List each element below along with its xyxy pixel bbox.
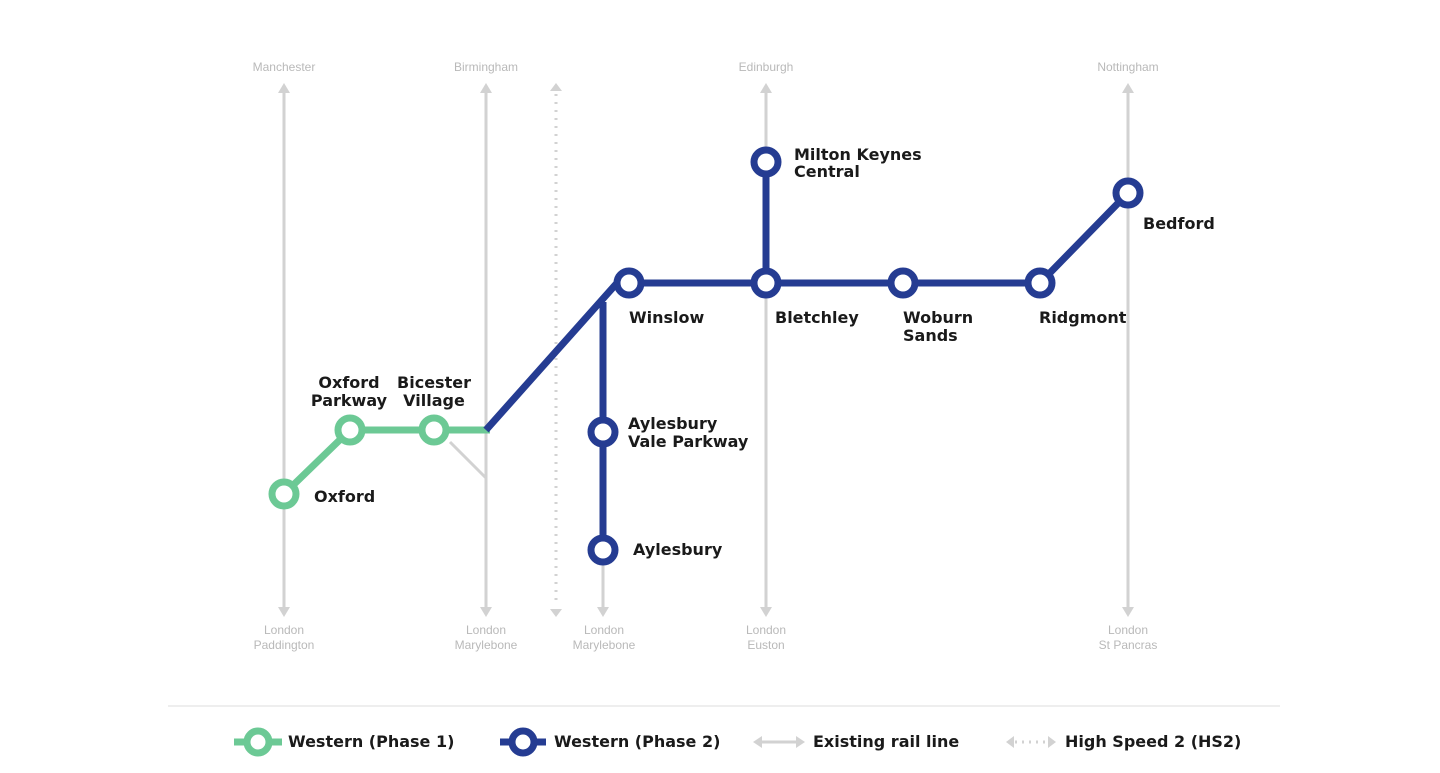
phase2-main-line: [483, 190, 1131, 433]
dest-bottom-marylebone-b-2: Marylebone: [573, 638, 636, 652]
station-oxford-marker[interactable]: [268, 478, 300, 510]
legend-phase2: Western (Phase 2): [500, 727, 720, 757]
dest-bottom-marylebone-a-1: London: [466, 623, 506, 637]
station-woburn-sands-label-2: Sands: [903, 326, 958, 345]
station-aylesbury-vale-parkway-label-2: Vale Parkway: [628, 432, 749, 451]
double-arrow-left-icon: [753, 736, 762, 748]
station-bletchley-marker[interactable]: [750, 267, 782, 299]
destination-labels: Manchester Birmingham Edinburgh Nottingh…: [253, 60, 1159, 652]
phase2-route: [483, 162, 1131, 550]
station-aylesbury-marker[interactable]: [587, 534, 619, 566]
station-oxford-parkway-marker[interactable]: [334, 414, 366, 446]
dotted-arrow-right-icon: [1048, 736, 1056, 748]
station-milton-keynes-central-label-2: Central: [794, 162, 860, 181]
legend-existing-label: Existing rail line: [813, 732, 959, 751]
station-bedford-marker[interactable]: [1112, 177, 1144, 209]
dotted-arrow-left-icon: [1006, 736, 1014, 748]
hs2-arrow-up-icon: [550, 83, 562, 91]
dest-bottom-marylebone-a-2: Marylebone: [455, 638, 518, 652]
legend-phase2-label: Western (Phase 2): [554, 732, 720, 751]
arrowheads: [278, 83, 1134, 617]
arrow-down-icon: [480, 607, 492, 617]
arrow-up-icon: [480, 83, 492, 93]
hs2-arrow-down-icon: [550, 609, 562, 617]
arrow-down-icon: [597, 607, 609, 617]
legend: Western (Phase 1) Western (Phase 2) Exis…: [234, 727, 1241, 757]
station-bedford-label: Bedford: [1143, 214, 1215, 233]
station-aylesbury-vale-parkway-label-1: Aylesbury: [628, 414, 718, 433]
station-labels: Oxford Oxford Parkway Bicester Village W…: [311, 145, 1215, 559]
existing-rail-lines: [282, 88, 1130, 612]
chord-line: [448, 440, 488, 480]
legend-hs2: High Speed 2 (HS2): [1006, 732, 1241, 751]
station-bicester-village-marker[interactable]: [418, 414, 450, 446]
dest-bottom-paddington-1: London: [264, 623, 304, 637]
double-arrow-right-icon: [796, 736, 805, 748]
dest-top-manchester: Manchester: [253, 60, 316, 74]
arrow-up-icon: [1122, 83, 1134, 93]
dest-top-edinburgh: Edinburgh: [739, 60, 794, 74]
legend-existing: Existing rail line: [753, 732, 959, 751]
station-woburn-sands-label-1: Woburn: [903, 308, 973, 327]
arrow-up-icon: [278, 83, 290, 93]
phase2-stations: [587, 146, 1144, 566]
phase1-route: [281, 426, 490, 497]
dest-bottom-marylebone-b-1: London: [584, 623, 624, 637]
legend-phase1-station-icon: [243, 727, 273, 757]
legend-phase2-station-icon: [508, 727, 538, 757]
dest-bottom-stpancras-1: London: [1108, 623, 1148, 637]
station-aylesbury-vale-parkway-marker[interactable]: [587, 416, 619, 448]
station-winslow-marker[interactable]: [613, 267, 645, 299]
station-ridgmont-label: Ridgmont: [1039, 308, 1127, 327]
legend-phase1-label: Western (Phase 1): [288, 732, 454, 751]
station-bicester-village-label-1: Bicester: [397, 373, 471, 392]
station-oxford-parkway-label-1: Oxford: [318, 373, 379, 392]
legend-hs2-label: High Speed 2 (HS2): [1065, 732, 1241, 751]
arrow-down-icon: [278, 607, 290, 617]
arrow-up-icon: [760, 83, 772, 93]
dest-bottom-stpancras-2: St Pancras: [1099, 638, 1158, 652]
station-oxford-label: Oxford: [314, 487, 375, 506]
dest-top-birmingham: Birmingham: [454, 60, 518, 74]
station-milton-keynes-central-label-1: Milton Keynes: [794, 145, 922, 164]
station-oxford-parkway-label-2: Parkway: [311, 391, 388, 410]
arrow-down-icon: [760, 607, 772, 617]
legend-phase1: Western (Phase 1): [234, 727, 454, 757]
arrow-down-icon: [1122, 607, 1134, 617]
phase1-stations: [268, 414, 450, 510]
station-bletchley-label: Bletchley: [775, 308, 859, 327]
station-woburn-sands-marker[interactable]: [887, 267, 919, 299]
station-aylesbury-label: Aylesbury: [633, 540, 723, 559]
dest-bottom-euston-1: London: [746, 623, 786, 637]
dest-bottom-euston-2: Euston: [747, 638, 784, 652]
dest-top-nottingham: Nottingham: [1097, 60, 1158, 74]
station-ridgmont-marker[interactable]: [1024, 267, 1056, 299]
station-milton-keynes-central-marker[interactable]: [750, 146, 782, 178]
dest-bottom-paddington-2: Paddington: [254, 638, 315, 652]
station-winslow-label: Winslow: [629, 308, 705, 327]
station-bicester-village-label-2: Village: [403, 391, 465, 410]
